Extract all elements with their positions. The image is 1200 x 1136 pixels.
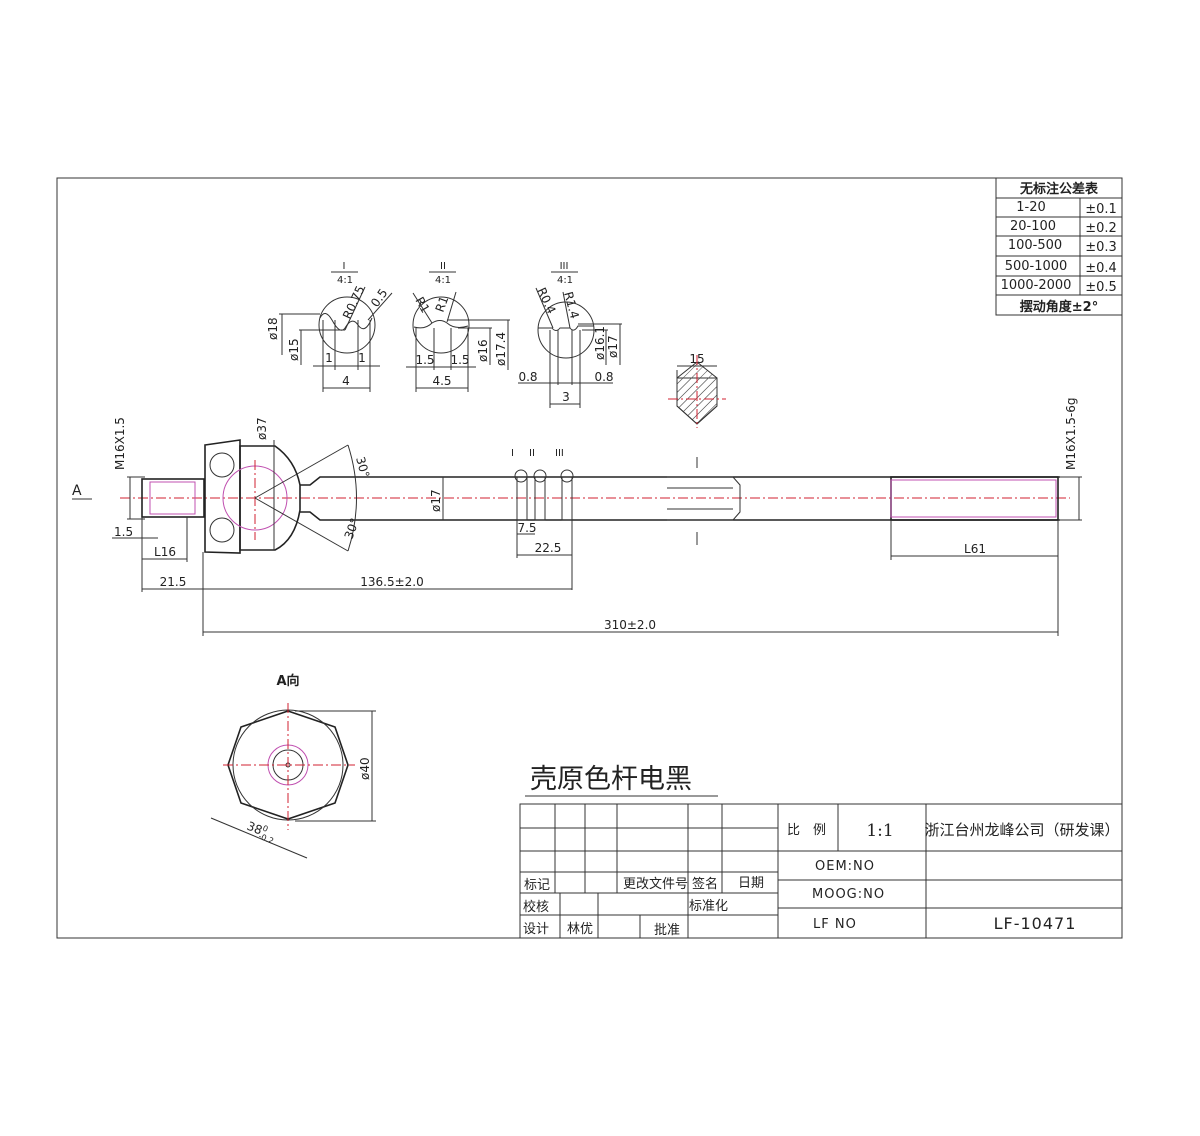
dim-text: 3 [562,390,570,404]
detail-scale: 4:1 [557,275,573,286]
tol-value: ±0.2 [1085,221,1117,236]
dim-text: 0.8 [518,370,537,384]
detail-scale: 4:1 [337,275,353,286]
lf-label: LF NO [813,917,857,932]
hex-flats [667,457,741,545]
dim-text: 1 [358,351,366,365]
moog-label: MOOG:NO [812,887,885,902]
dim-text: 0.8 [594,370,613,384]
label-signature: 签名 [692,876,718,892]
detail-view-III: III 4:1 ø16.1 ø17 R0.4 R1.4 0.8 0.8 3 [518,261,622,408]
label-change-doc: 更改文件号 [623,877,688,892]
finish-note: 壳原色杆电黑 [530,764,692,795]
detail-scale: 4:1 [435,275,451,286]
dim-text: L16 [154,545,176,559]
dim-text: 21.5 [160,575,187,589]
dim-text: ø16 [476,339,490,362]
groove-label: I [511,448,514,459]
dim-text: ø17 [606,335,620,358]
main-view-tie-rod: A M16X1.5 ø37 30° 30° ø17 I II [72,397,1082,636]
dim-text: 1.5 [450,353,469,367]
dim-text: ø16.1 [593,326,607,360]
tolerance-table: 无标注公差表 1-20 ±0.1 20-100 ±0.2 100-500 ±0.… [995,177,1123,316]
tol-value: ±0.1 [1085,202,1117,217]
dim-text: 136.5±2.0 [360,575,424,589]
groove-label: III [555,448,564,459]
detail-view-I: I 4:1 ø18 ø15 R0.75 0.5 1 1 4 [266,261,393,392]
label-date: 日期 [738,876,764,891]
tol-value: ±0.3 [1085,240,1117,255]
label-check: 校核 [523,899,549,915]
view-a: A向 ø40 380-0.2 [210,673,376,859]
label-design: 设计 [523,922,549,937]
label-approve: 批准 [654,923,680,938]
tolerance-title: 无标注公差表 [1019,181,1099,197]
dim-text: ø37 [255,417,269,440]
detail-id: II [440,261,446,272]
across-flats-dim: 380-0.2 [244,818,279,846]
dim-text: M16X1.5 [113,417,127,470]
scale-value: 1:1 [866,821,893,841]
dim-text: 30° [353,455,372,479]
dim-text: R1.4 [561,290,582,320]
detail-id: I [343,261,346,272]
dim-text: 15 [689,352,704,366]
tol-value: ±0.4 [1085,261,1117,276]
view-a-title: A向 [276,673,299,689]
groove-label: II [529,448,535,459]
dim-text: 30° [342,516,362,541]
tol-value: ±0.5 [1085,280,1117,295]
detail-view-II: II 4:1 ø16 ø17.4 R1 R1 1.5 1.5 4.5 [406,261,510,392]
swing-angle: 摆动角度±2° [1020,299,1098,315]
tol-range: 1000-2000 [1001,278,1072,293]
dim-text: R1 [433,294,452,314]
detail-id: III [560,261,569,272]
tol-range: 100-500 [1008,238,1062,253]
dim-text: R0.4 [534,285,558,316]
dim-text: 4.5 [432,374,451,388]
tol-range: 500-1000 [1005,259,1068,274]
grooves: I II III 7.5 22.5 [511,448,574,590]
dim-text: ø15 [287,338,301,361]
oem-label: OEM:NO [815,859,875,874]
designer-name: 林优 [567,922,593,937]
dim-text: 0.5 [368,286,390,310]
dim-text: L61 [964,542,986,556]
dim-text: 1 [325,351,333,365]
label-mark: 标记 [524,878,550,893]
dim-text: M16X1.5-6g [1064,397,1078,470]
dim-text: ø18 [266,317,280,340]
dim-text: 1.5 [415,353,434,367]
dim-text: R1 [412,295,432,316]
dim-text: 7.5 [517,521,536,535]
company-name: 浙江台州龙峰公司（研发课） [924,821,1119,839]
hex-section-view: 15 [668,352,726,428]
part-number: LF-10471 [994,914,1077,933]
dim-text: 1.5 [114,525,133,539]
dim-text: 22.5 [535,541,562,555]
dim-text: ø17.4 [494,332,508,366]
dim-text: ø17 [429,489,443,512]
label-scale: 比 例 [787,823,826,838]
dim-text: 4 [342,374,350,388]
tol-range: 20-100 [1010,219,1056,234]
dim-text: ø40 [358,757,372,780]
view-arrow-label: A [72,483,82,499]
label-standardization: 标准化 [689,899,728,914]
title-block: 标记 更改文件号 签名 日期 校核 标准化 设计 林优 批准 比 例 1:1 浙… [519,803,1123,939]
tol-range: 1-20 [1016,200,1046,215]
dim-text: 310±2.0 [604,618,656,632]
